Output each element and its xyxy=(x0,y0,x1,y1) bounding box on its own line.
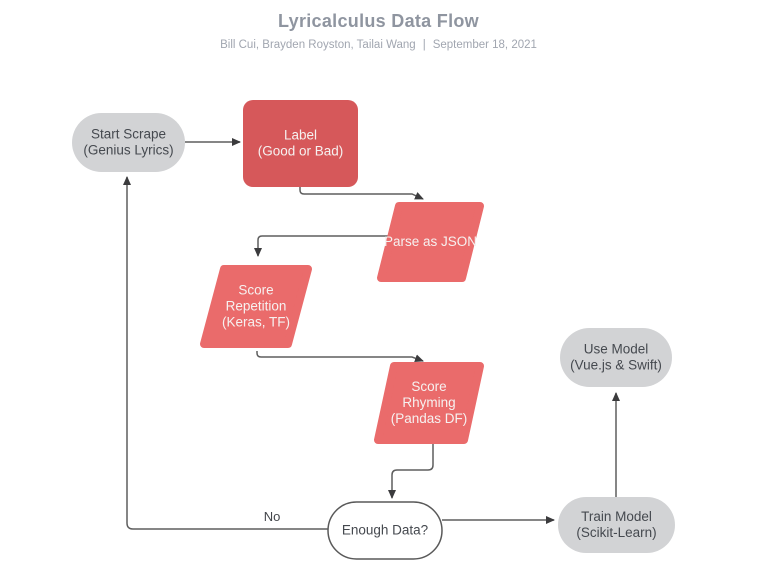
start-scrape-shape xyxy=(72,113,185,172)
date-text: September 18, 2021 xyxy=(432,39,537,51)
diagram-header: Lyricalculus Data Flow Bill Cui, Brayden… xyxy=(0,0,757,51)
score-repetition-shape xyxy=(200,265,312,348)
diagram-subtitle: Bill Cui, Brayden Royston, Tailai Wang | S… xyxy=(0,39,757,51)
authors-text: Bill Cui, Brayden Royston, Tailai Wang xyxy=(220,39,416,51)
edge-label-to-parse xyxy=(299,187,424,200)
node-parse-json: Parse as JSON xyxy=(377,202,484,282)
edges-layer: No xyxy=(123,138,620,530)
node-enough-data: Enough Data? xyxy=(327,501,443,560)
parse-json-label: Parse as JSON xyxy=(384,234,477,249)
enough-data-label: Enough Data? xyxy=(342,523,428,538)
subtitle-separator: | xyxy=(422,39,426,51)
train-model-label: Train Model(Scikit-Learn) xyxy=(576,509,656,540)
enough-data-shape xyxy=(327,501,443,560)
edge-rhyming-to-enough xyxy=(388,444,434,499)
edge-repetition-to-rhyming xyxy=(256,351,424,363)
node-label: Label(Good or Bad) xyxy=(243,100,358,187)
use-model-label: Use Model(Vue.js & Swift) xyxy=(570,342,662,373)
edge-label-enough-to-start: No xyxy=(264,509,281,524)
node-start-scrape: Start Scrape(Genius Lyrics) xyxy=(72,113,185,172)
nodes-layer: Start Scrape(Genius Lyrics) Label(Good or… xyxy=(72,100,675,560)
start-scrape-label: Start Scrape(Genius Lyrics) xyxy=(83,127,173,158)
diagram-title: Lyricalculus Data Flow xyxy=(278,11,479,31)
score-rhyming-shape xyxy=(374,362,484,444)
train-model-shape xyxy=(558,497,675,553)
label-shape xyxy=(243,100,358,187)
edge-parse-to-repetition xyxy=(254,235,388,257)
node-train-model: Train Model(Scikit-Learn) xyxy=(558,497,675,553)
node-use-model: Use Model(Vue.js & Swift) xyxy=(560,328,672,387)
edge-enough-to-start xyxy=(123,176,328,530)
label-label: Label(Good or Bad) xyxy=(258,128,344,159)
parse-json-shape xyxy=(377,202,484,282)
use-model-shape xyxy=(560,328,672,387)
